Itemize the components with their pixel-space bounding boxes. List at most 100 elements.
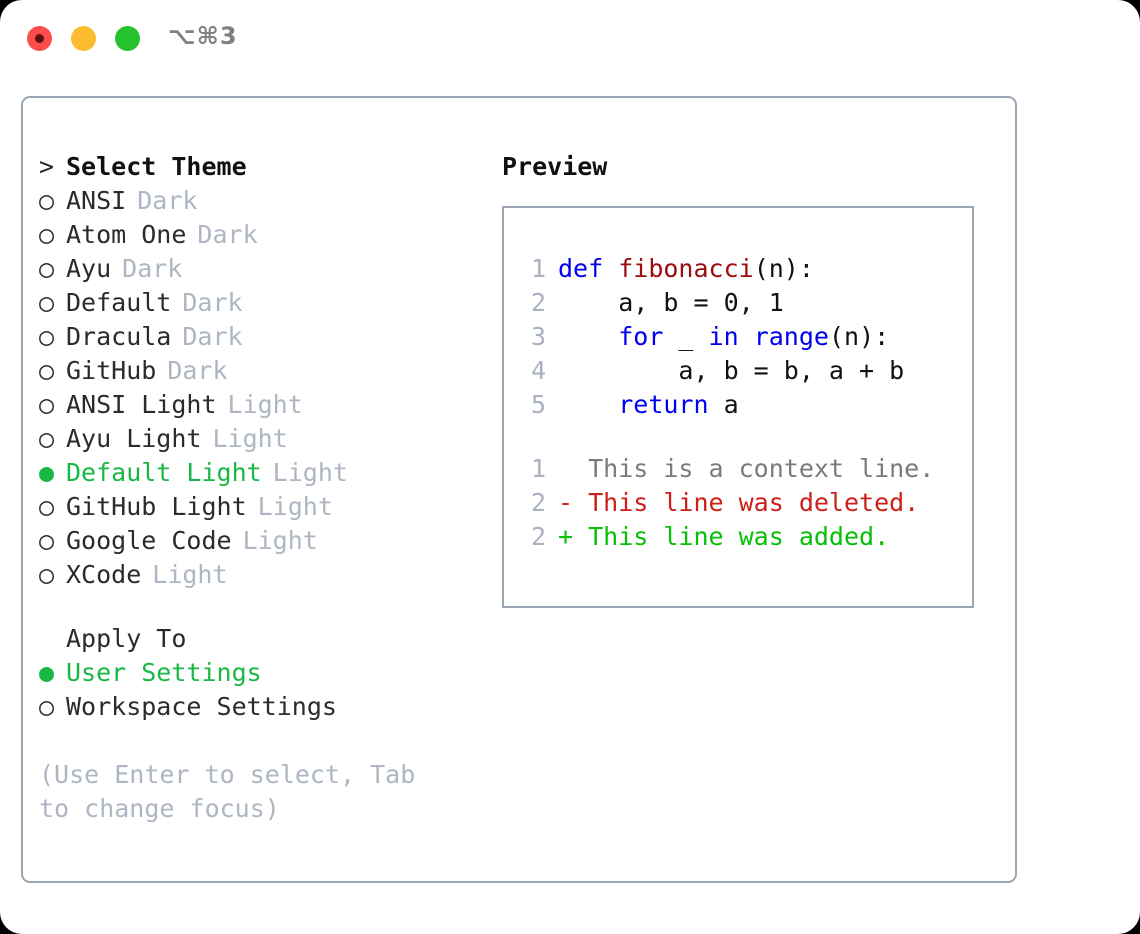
radio-unselected-icon: ○	[39, 390, 55, 419]
line-number: 1	[530, 454, 546, 483]
radio-selected-icon: ●	[39, 458, 55, 487]
code-diff-separator	[518, 422, 972, 452]
radio-unselected-icon: ○	[39, 692, 55, 721]
code-token: range	[753, 322, 829, 351]
code-token: a, b = b, a + b	[558, 356, 905, 385]
theme-list-item[interactable]: ○ Ayu Dark	[39, 252, 479, 286]
code-line: 2 a, b = 0, 1	[518, 286, 972, 320]
line-number: 2	[530, 488, 546, 517]
code-token: def	[558, 254, 619, 283]
theme-list-item[interactable]: ○ Atom One Dark	[39, 218, 479, 252]
diff-content: This line was deleted.	[588, 488, 920, 517]
code-token: for	[618, 322, 664, 351]
code-token	[739, 322, 754, 351]
line-number: 5	[530, 390, 546, 419]
theme-name: Google Code	[66, 526, 232, 555]
minimize-button[interactable]	[71, 26, 96, 51]
radio-unselected-icon: ○	[39, 560, 55, 589]
apply-to-title: Apply To	[66, 624, 187, 653]
code-token: in	[708, 322, 739, 351]
radio-unselected-icon: ○	[39, 424, 55, 453]
radio-unselected-icon: ○	[39, 492, 55, 521]
code-token: (n):	[828, 322, 890, 351]
radio-unselected-icon: ○	[39, 220, 55, 249]
theme-list-item[interactable]: ○ Dracula Dark	[39, 320, 479, 354]
radio-unselected-icon: ○	[39, 356, 55, 385]
diff-text: + This line was added.	[558, 522, 889, 551]
code-token: a, b = 0, 1	[558, 288, 784, 317]
theme-category: Light	[272, 458, 348, 487]
theme-category: Dark	[197, 220, 258, 249]
apply-to-label: Workspace Settings	[66, 692, 337, 721]
theme-list-item[interactable]: ○ GitHub Light Light	[39, 490, 479, 524]
diff-line: 2- This line was deleted.	[518, 486, 972, 520]
diff-line: 1 This is a context line.	[518, 452, 972, 486]
code-token: (n):	[753, 254, 814, 283]
theme-category: Dark	[137, 186, 198, 215]
theme-name: GitHub Light	[66, 492, 247, 521]
window-controls	[27, 26, 140, 51]
theme-list-item[interactable]: ○ Default Dark	[39, 286, 479, 320]
code-text: return a	[558, 390, 739, 419]
hint-spacer	[39, 724, 479, 758]
code-text: for _ in range(n):	[558, 322, 889, 351]
radio-unselected-icon: ○	[39, 288, 55, 317]
line-number: 4	[530, 356, 546, 385]
preview-title: Preview	[502, 152, 608, 181]
apply-to-item[interactable]: ●User Settings	[39, 656, 479, 690]
theme-list-item[interactable]: ○ ANSI Light Light	[39, 388, 479, 422]
theme-category: Dark	[182, 288, 243, 317]
theme-name: Ayu Light	[66, 424, 202, 453]
diff-marker	[558, 454, 588, 483]
theme-list-item[interactable]: ○ Ayu Light Light	[39, 422, 479, 456]
list-spacer	[39, 592, 479, 622]
theme-category: Light	[242, 526, 318, 555]
code-token: _	[663, 322, 709, 351]
theme-category: Light	[227, 390, 303, 419]
theme-category: Light	[257, 492, 333, 521]
apply-to-item[interactable]: ○ Workspace Settings	[39, 690, 479, 724]
code-line: 1 def fibonacci(n):	[518, 252, 972, 286]
theme-category: Light	[152, 560, 228, 589]
diff-content: This is a context line.	[588, 454, 935, 483]
code-token: return	[618, 390, 709, 419]
diff-marker: -	[558, 488, 589, 517]
theme-name: Default	[66, 288, 172, 317]
theme-category: Dark	[122, 254, 183, 283]
theme-name: Dracula	[66, 322, 172, 351]
apply-to-label: User Settings	[66, 658, 262, 687]
code-line: 4 a, b = b, a + b	[518, 354, 972, 388]
radio-unselected-icon: ○	[39, 322, 55, 351]
maximize-button[interactable]	[115, 26, 140, 51]
code-text: def fibonacci(n):	[558, 254, 814, 283]
code-token: a	[708, 390, 739, 419]
radio-unselected-icon: ○	[39, 254, 55, 283]
apply-to-list: ●User Settings○ Workspace Settings	[39, 656, 479, 724]
close-button[interactable]	[27, 26, 52, 51]
line-number: 1	[530, 254, 546, 283]
theme-category: Light	[212, 424, 288, 453]
code-line: 3 for _ in range(n):	[518, 320, 972, 354]
theme-name: ANSI Light	[66, 390, 217, 419]
code-token	[558, 322, 618, 351]
code-text: a, b = b, a + b	[558, 356, 904, 385]
code-line: 5 return a	[518, 388, 972, 422]
theme-name: Ayu	[66, 254, 112, 283]
theme-category: Dark	[182, 322, 243, 351]
theme-name: Atom One	[66, 220, 187, 249]
line-number: 2	[530, 522, 546, 551]
line-number: 3	[530, 322, 546, 351]
title-bar: ⌥⌘3	[0, 0, 1140, 78]
